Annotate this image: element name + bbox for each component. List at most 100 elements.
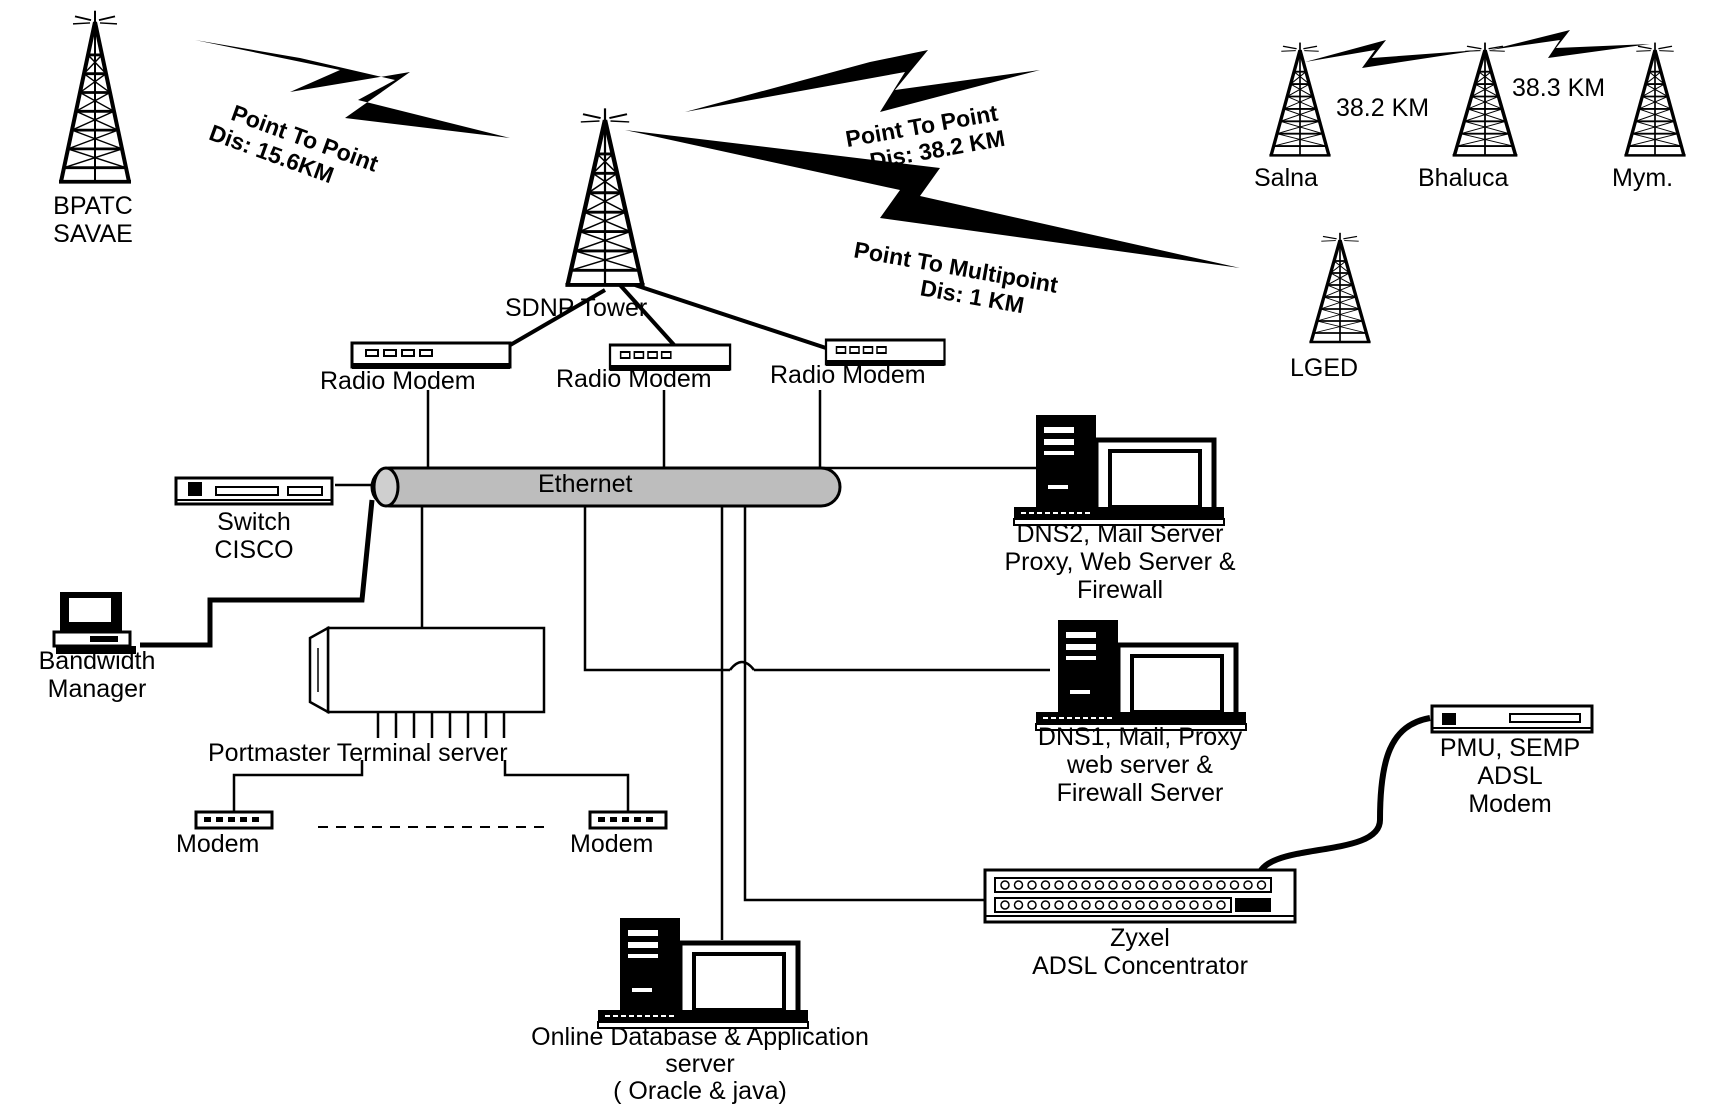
zyxel-port xyxy=(1081,900,1091,910)
label-zyxel-line2: ADSL Concentrator xyxy=(1032,952,1248,980)
zyxel-port xyxy=(1094,900,1105,910)
tower-lged-icon xyxy=(1307,231,1373,344)
label-modem-right: Modem xyxy=(570,830,654,858)
modem-left-device xyxy=(194,810,274,830)
zyxel-port xyxy=(1108,880,1118,890)
label-dns2: DNS2, Mail Server Proxy, Web Server & Fi… xyxy=(930,520,1310,604)
zyxel-device xyxy=(983,868,1297,924)
label-dns1-line1: DNS1, Mail, Proxy xyxy=(1037,723,1243,751)
label-dns2-line3: Firewall xyxy=(1076,576,1164,604)
tower-bhaluca-icon xyxy=(1450,40,1520,158)
ethernet-bus xyxy=(370,466,842,508)
label-pmu-line3: Modem xyxy=(1468,790,1552,818)
zyxel-port xyxy=(1000,880,1010,890)
label-bandwidth-manager-line1: Bandwidth xyxy=(38,647,156,675)
label-ethernet: Ethernet xyxy=(538,470,633,498)
label-switch-line2: CISCO xyxy=(214,536,294,564)
label-radio-modem-3: Radio Modem xyxy=(770,361,926,389)
zyxel-port xyxy=(1108,900,1118,910)
distance-bhaluca-mym: 38.3 KM xyxy=(1512,74,1606,102)
tower-sdnp-icon xyxy=(565,108,644,285)
zyxel-port xyxy=(1148,880,1159,890)
zyxel-port xyxy=(1189,900,1199,910)
label-zyxel-line1: Zyxel xyxy=(1110,924,1170,952)
zyxel-port xyxy=(1040,880,1051,890)
zyxel-port xyxy=(1148,900,1159,910)
zyxel-port xyxy=(1229,880,1240,890)
zyxel-port xyxy=(1067,900,1078,910)
label-bhaluca: Bhaluca xyxy=(1418,164,1509,192)
zyxel-port xyxy=(1000,900,1010,910)
dns2-computer-icon xyxy=(1014,415,1224,525)
zyxel-port xyxy=(1013,880,1024,890)
label-dns1-line2: web server & xyxy=(1067,751,1213,779)
label-bpatc: BPATC SAVAE xyxy=(28,192,158,248)
label-db-server-line2: server xyxy=(665,1050,735,1078)
zyxel-port xyxy=(1243,880,1253,890)
label-radio-modem-1: Radio Modem xyxy=(320,367,476,395)
label-dns1: DNS1, Mail, Proxy web server & Firewall … xyxy=(950,723,1330,807)
zyxel-port xyxy=(1081,880,1091,890)
zyxel-port xyxy=(1216,900,1226,910)
tower-salna-icon xyxy=(1267,40,1333,158)
pmu-modem-device xyxy=(1430,704,1594,734)
distance-salna-bhaluca: 38.2 KM xyxy=(1336,94,1430,122)
zyxel-port xyxy=(1054,900,1064,910)
label-zyxel: Zyxel ADSL Concentrator xyxy=(960,924,1320,980)
label-dns1-line3: Firewall Server xyxy=(1056,779,1224,807)
label-db-server-line3: ( Oracle & java) xyxy=(613,1077,787,1105)
zyxel-port xyxy=(1121,900,1132,910)
zyxel-port xyxy=(1162,900,1172,910)
zyxel-port xyxy=(1027,880,1037,890)
zyxel-port xyxy=(1216,880,1226,890)
label-pmu: PMU, SEMP ADSL Modem xyxy=(1390,734,1630,818)
label-pmu-line1: PMU, SEMP xyxy=(1439,734,1581,762)
link-bolt-salna-bhaluca xyxy=(1305,40,1480,68)
zyxel-port xyxy=(1094,880,1105,890)
label-db-server: Online Database & Application server ( O… xyxy=(440,1024,960,1105)
link-bolt-bhaluca-mym xyxy=(1490,30,1650,58)
zyxel-port xyxy=(1189,880,1199,890)
modem-right-device xyxy=(588,810,668,830)
zyxel-port xyxy=(1175,900,1186,910)
label-dns2-line2: Proxy, Web Server & xyxy=(1004,548,1236,576)
bandwidth-manager-device xyxy=(52,592,136,654)
db-server-computer-icon xyxy=(598,918,808,1028)
zyxel-port xyxy=(1162,880,1172,890)
label-switch: Switch CISCO xyxy=(176,508,332,564)
dns1-computer-icon xyxy=(1036,620,1246,730)
link-bolt-lged xyxy=(625,130,1240,268)
zyxel-port xyxy=(1175,880,1186,890)
label-bpatc-line1: BPATC xyxy=(53,192,133,220)
label-switch-line1: Switch xyxy=(217,508,291,536)
zyxel-port xyxy=(1121,880,1132,890)
label-bpatc-line2: SAVAE xyxy=(53,220,133,248)
zyxel-port xyxy=(1040,900,1051,910)
label-pmu-line2: ADSL xyxy=(1477,762,1543,790)
label-radio-modem-2: Radio Modem xyxy=(556,365,712,393)
zyxel-port xyxy=(1067,880,1078,890)
zyxel-port xyxy=(1202,900,1213,910)
tower-bpatc-icon xyxy=(57,8,133,184)
zyxel-port xyxy=(1135,880,1145,890)
radio-modem-1-device xyxy=(350,341,512,371)
label-modem-left: Modem xyxy=(176,830,260,858)
tower-mym-icon xyxy=(1622,40,1688,158)
label-bandwidth-manager: Bandwidth Manager xyxy=(2,647,192,703)
label-db-server-line1: Online Database & Application xyxy=(531,1023,869,1051)
label-lged: LGED xyxy=(1290,354,1359,382)
label-dns2-line1: DNS2, Mail Server xyxy=(1016,520,1224,548)
zyxel-port xyxy=(1135,900,1145,910)
zyxel-port xyxy=(1054,880,1064,890)
label-salna: Salna xyxy=(1254,164,1318,192)
zyxel-port xyxy=(1256,880,1267,890)
zyxel-port xyxy=(1202,880,1213,890)
label-bandwidth-manager-line2: Manager xyxy=(47,675,147,703)
link-bolt-bpatc xyxy=(195,40,510,138)
switch-device xyxy=(174,476,334,506)
label-sdnp-tower: SDNP Tower xyxy=(505,294,648,322)
zyxel-port xyxy=(1027,900,1037,910)
label-mym: Mym. xyxy=(1612,164,1674,192)
portmaster-device xyxy=(308,625,546,715)
zyxel-port xyxy=(1013,900,1024,910)
